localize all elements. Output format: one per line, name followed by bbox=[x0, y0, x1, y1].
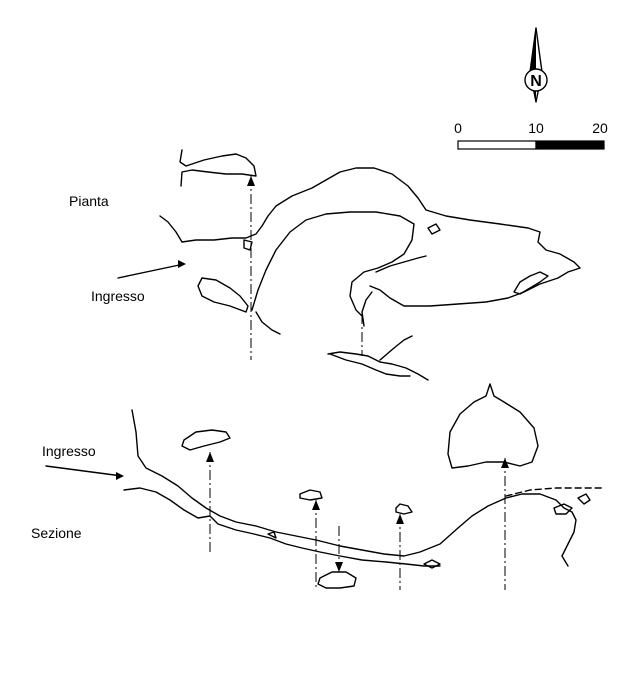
scale-tick-20: 20 bbox=[592, 120, 608, 136]
section-label: Sezione bbox=[31, 525, 82, 541]
section-view bbox=[45, 383, 603, 590]
plan-entrance-label: Ingresso bbox=[91, 288, 145, 304]
section-entrance-label: Ingresso bbox=[42, 443, 96, 459]
scale-tick-10: 10 bbox=[528, 120, 544, 136]
north-letter: N bbox=[530, 73, 542, 90]
scale-tick-0: 0 bbox=[454, 120, 462, 136]
north-arrow-icon: N bbox=[524, 27, 548, 103]
plan-view bbox=[117, 149, 581, 381]
plan-label: Pianta bbox=[69, 193, 109, 209]
scale-bar: 0 10 20 bbox=[454, 120, 608, 150]
